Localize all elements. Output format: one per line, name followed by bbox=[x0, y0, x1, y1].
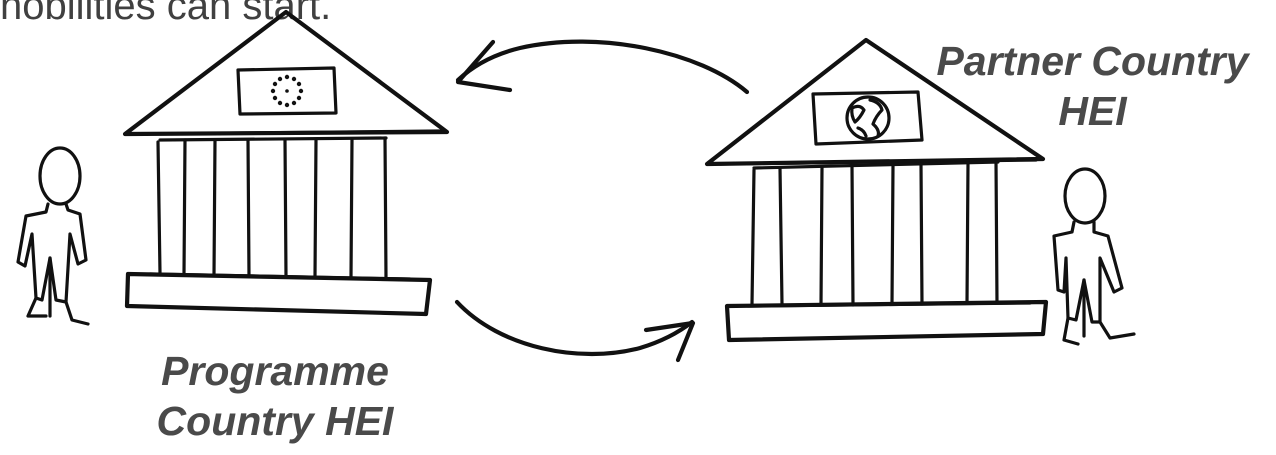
partner-country-hei-label: Partner Country HEI bbox=[905, 36, 1276, 136]
arrow-right-curved-icon bbox=[454, 299, 696, 363]
programme-country-hei-label: Programme Country HEI bbox=[110, 346, 440, 446]
person-icon bbox=[16, 146, 90, 326]
programme-label-line1: Programme bbox=[161, 348, 389, 394]
eu-stars-icon bbox=[270, 74, 304, 108]
partner-label-line1: Partner Country bbox=[936, 38, 1249, 84]
globe-flag-building-icon bbox=[704, 37, 1049, 343]
eu-flag-building-icon bbox=[122, 9, 450, 317]
globe-icon bbox=[845, 95, 891, 141]
programme-label-line2: Country HEI bbox=[156, 398, 394, 445]
arrow-left-curved-icon bbox=[455, 39, 750, 95]
partner-label-line2: HEI bbox=[1058, 88, 1127, 135]
person-icon bbox=[1052, 167, 1136, 346]
